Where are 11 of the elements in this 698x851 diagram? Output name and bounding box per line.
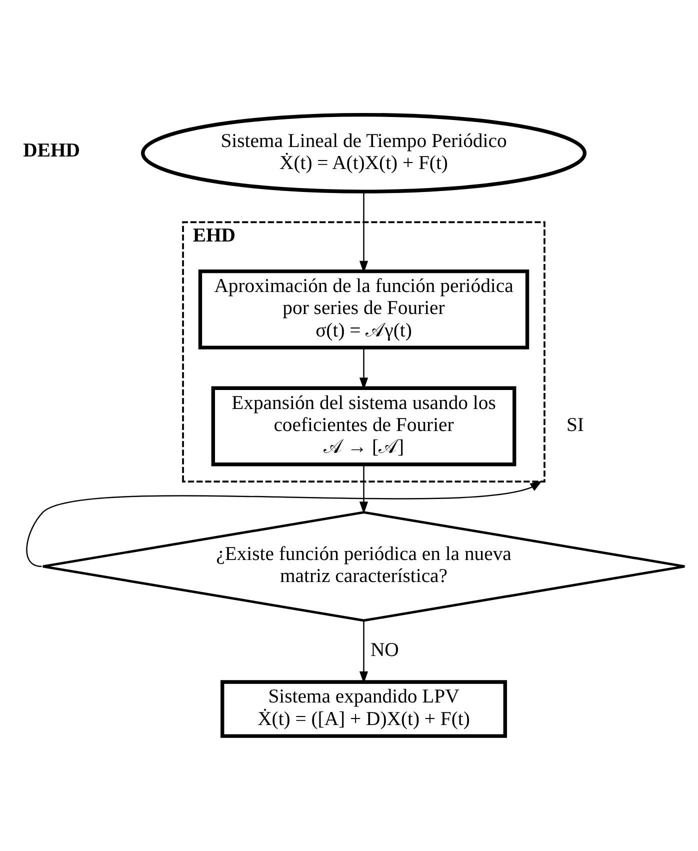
- arrow: [26, 480, 542, 568]
- node-box: Sistema expandido LPV Ẋ(t) = ([A] + D)X(t) + F(t): [220, 680, 507, 738]
- node-ellipse: Sistema Lineal de Tiempo Periódico Ẋ(t) = A(t)X(t) + F(t): [140, 112, 587, 194]
- label: DEHD: [23, 140, 80, 162]
- node-box: Aproximación de la función periódica por series de Fourier σ(t) = 𝒜γ(t): [198, 270, 530, 350]
- node-box: Expansión del sistema usando los coeficientes de Fourier 𝒜 → [𝒜]: [211, 386, 516, 466]
- node-diamond: ¿Existe función periódica en la nueva matriz característica?: [42, 511, 686, 622]
- arrow: [359, 464, 368, 514]
- edge-label: NO: [370, 638, 399, 661]
- arrow: [359, 192, 368, 274]
- edge-label: SI: [566, 414, 584, 436]
